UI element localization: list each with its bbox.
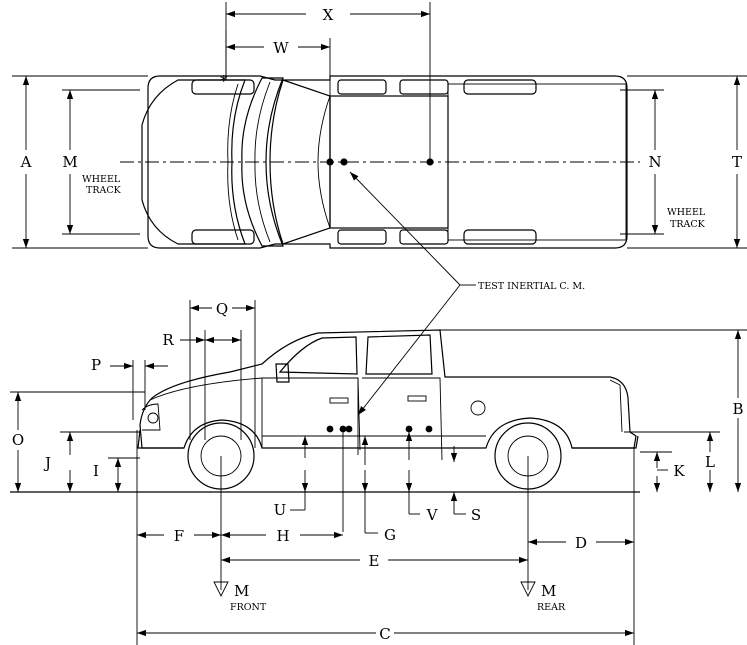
dim-s-label: S xyxy=(471,506,481,524)
dim-c-label: C xyxy=(379,625,390,643)
wheel-track-front-label-1: WHEEL xyxy=(82,174,121,185)
cm-dot-side-4 xyxy=(405,425,413,433)
side-view-headlight xyxy=(147,412,159,424)
top-view: * X W A M WHEEL TRACK xyxy=(12,2,747,249)
m-front-letter: M xyxy=(234,582,249,600)
dim-v-label: V xyxy=(426,506,439,524)
dim-n-label: N xyxy=(648,153,661,171)
dim-g-label: G xyxy=(384,526,396,544)
top-view-step-l2 xyxy=(399,79,449,95)
wheel-track-rear-label-2: TRACK xyxy=(670,219,706,230)
top-view-body-outline xyxy=(147,75,628,249)
dim-f-label: F xyxy=(174,527,184,545)
dim-d-label: D xyxy=(575,534,587,552)
side-view-hood-line xyxy=(149,377,263,401)
side-view-handle-rear xyxy=(407,395,427,402)
dim-l-label: L xyxy=(705,453,715,471)
cm-dot-side-1 xyxy=(326,425,334,433)
top-view-fender-fr xyxy=(191,229,255,245)
cm-dot-side-3 xyxy=(345,425,353,433)
dim-a-label: A xyxy=(20,153,32,171)
dim-p-label: P xyxy=(91,356,101,374)
cm-dot-side-5 xyxy=(425,425,433,433)
m-front-sub: FRONT xyxy=(230,602,267,613)
wheel-track-front-label-2: TRACK xyxy=(86,185,122,196)
wheel-track-rear-label-1: WHEEL xyxy=(667,207,706,218)
dim-i-label: I xyxy=(93,462,99,480)
dim-b-label: B xyxy=(732,400,743,418)
m-front-marker-icon xyxy=(213,581,229,598)
m-rear-sub: REAR xyxy=(537,602,566,613)
cm-callout-label: TEST INERTIAL C. M. xyxy=(478,281,585,292)
dim-x-label: X xyxy=(323,6,334,24)
top-view-windshield xyxy=(241,77,284,247)
side-view: Q R P O J I U xyxy=(10,300,747,645)
side-view-body-outline xyxy=(139,329,637,449)
dim-t-label: T xyxy=(732,153,742,171)
m-rear-marker-icon xyxy=(520,581,536,598)
side-view-door-rear xyxy=(362,377,443,461)
top-view-hood xyxy=(141,79,246,245)
dim-o-label: O xyxy=(12,431,24,449)
cm-callout: TEST INERTIAL C. M. xyxy=(349,171,585,416)
m-rear-letter: M xyxy=(541,582,556,600)
side-view-mirror xyxy=(275,363,290,383)
dim-u-label: U xyxy=(274,501,287,519)
top-view-fender-rr xyxy=(463,229,537,245)
side-view-rear-window xyxy=(365,334,433,375)
side-view-front-bumper xyxy=(137,429,184,449)
top-view-asterisk: * xyxy=(220,72,228,90)
side-view-door-front xyxy=(262,377,361,451)
side-view-fuel-cap xyxy=(470,400,486,416)
dim-h-label: H xyxy=(276,527,289,545)
top-view-fender-fl xyxy=(191,79,255,95)
side-view-grille xyxy=(141,403,161,431)
dim-q-label: Q xyxy=(216,300,228,318)
dim-e-label: E xyxy=(369,552,380,570)
top-view-step-r2 xyxy=(399,229,449,245)
dim-m-track-label: M xyxy=(62,153,77,171)
cm-dot-top-2 xyxy=(340,158,348,166)
top-view-cab-back xyxy=(317,95,331,229)
side-view-rear-bumper xyxy=(572,435,639,449)
dim-k-label: K xyxy=(673,462,685,480)
top-view-step-l1 xyxy=(337,79,387,95)
top-view-roof xyxy=(269,79,331,245)
dim-r-label: R xyxy=(162,331,174,349)
side-view-handle-front xyxy=(329,397,349,404)
side-view-tailgate xyxy=(609,379,623,433)
top-view-step-r1 xyxy=(337,229,387,245)
dim-j-label: J xyxy=(43,454,51,472)
dim-w-label: W xyxy=(273,39,289,57)
top-view-fender-rl xyxy=(463,79,537,95)
